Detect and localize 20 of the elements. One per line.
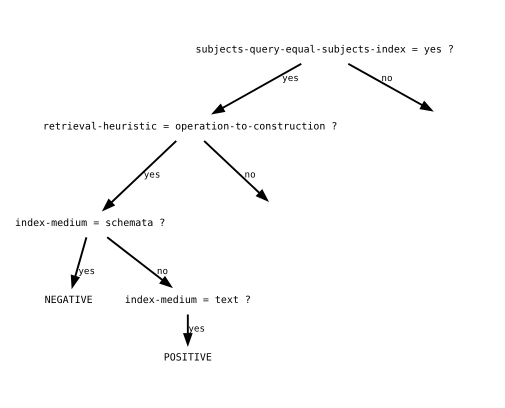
arrow [348,63,434,112]
arrow [70,237,88,290]
node-text: index-medium = schemata ? [15,218,166,229]
arrow [182,314,193,348]
edge-label: no [381,73,393,84]
edge-label: yes [78,266,96,277]
arrow [203,140,270,202]
node-text: index-medium = text ? [124,295,251,306]
node-text: subjects-query-equal-subjects-index = yes ? [195,44,454,56]
node-text: POSITIVE [164,352,212,364]
edge-label: yes [144,170,160,181]
edge-label: yes [188,324,206,335]
arrow [106,236,173,288]
arrow [211,63,302,114]
arrow [102,140,177,212]
node-text: retrieval-heuristic = operation-to-construction ? [42,122,338,133]
node-text: NEGATIVE [44,295,93,306]
edge-label: no [244,170,256,181]
edge-label: no [156,266,168,277]
edge-label: yes [282,73,299,84]
